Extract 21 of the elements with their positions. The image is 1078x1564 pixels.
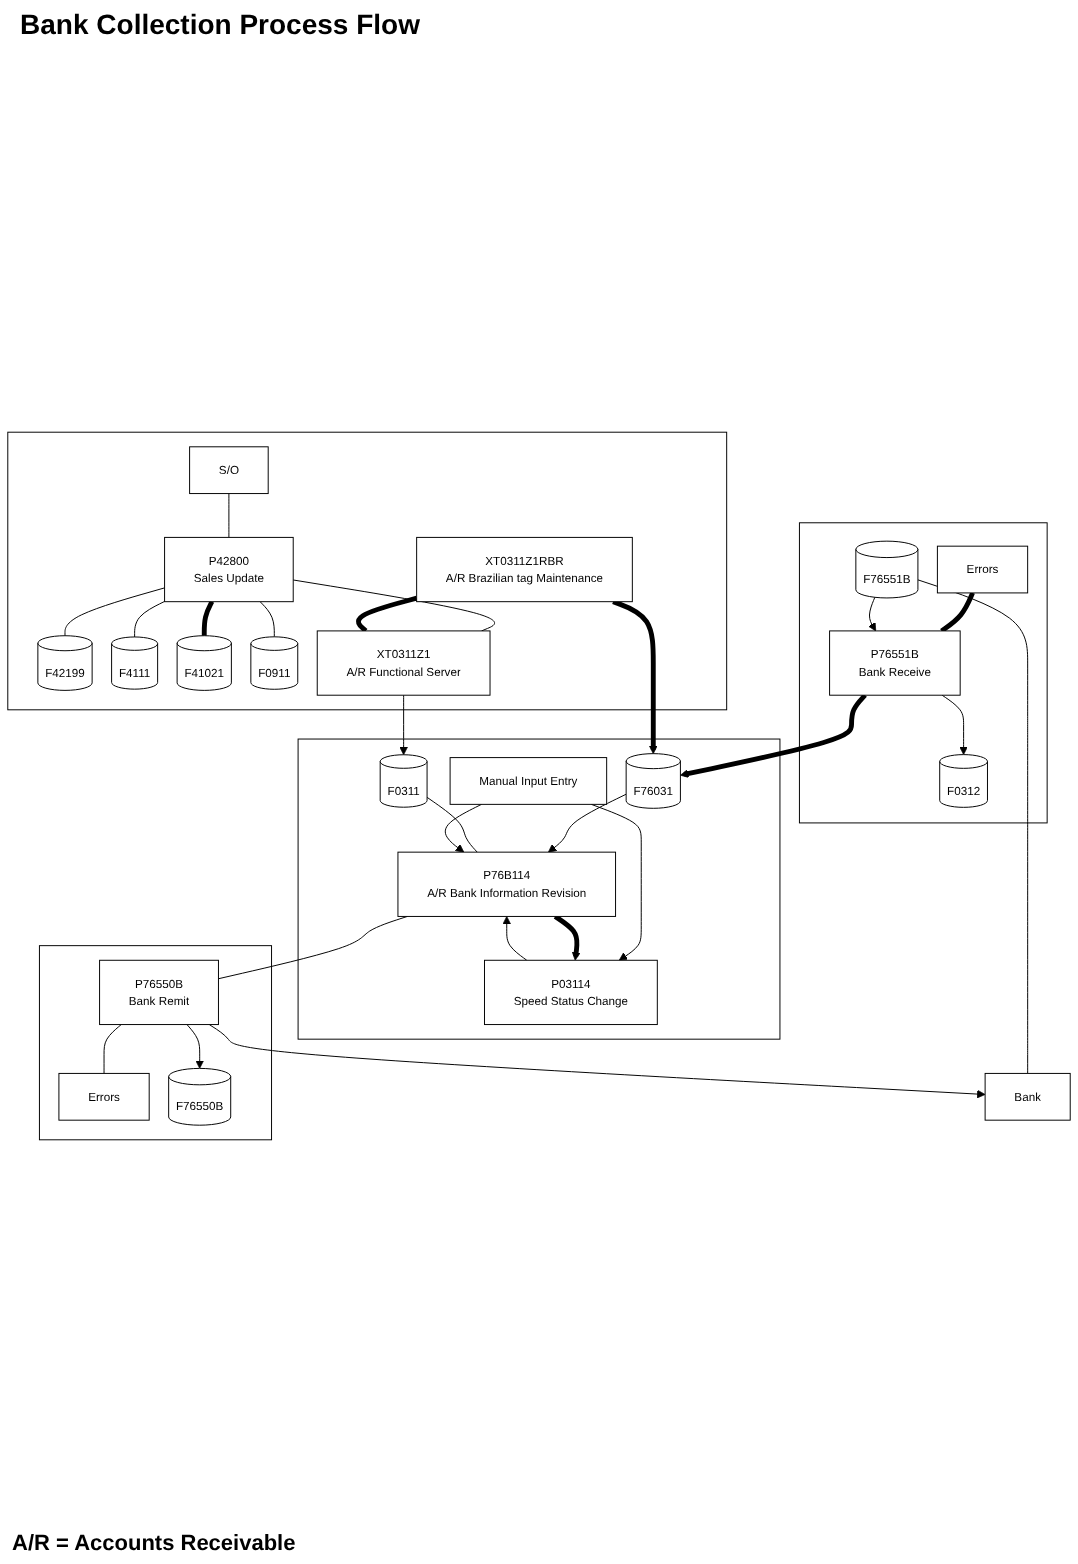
- arrow: [553, 914, 581, 961]
- cluster: [297, 738, 781, 1040]
- connector: [426, 796, 478, 853]
- arrow: [680, 693, 867, 778]
- connector: [103, 1024, 122, 1074]
- connector: [917, 579, 1029, 1074]
- connector: [201, 600, 215, 636]
- cluster: [7, 431, 728, 711]
- connector: [64, 587, 166, 637]
- connector: [940, 591, 975, 633]
- cluster: [798, 522, 1048, 824]
- cluster: [38, 945, 273, 1141]
- connector: [228, 493, 230, 538]
- connector: [134, 600, 166, 638]
- connector: [217, 915, 408, 980]
- connector: [292, 579, 496, 632]
- diagram-title: Bank Collection Process Flow: [20, 8, 420, 40]
- connector: [259, 601, 275, 638]
- connector: [356, 595, 418, 633]
- footnote: A/R = Accounts Receivable: [12, 1532, 298, 1556]
- arrow: [612, 599, 658, 755]
